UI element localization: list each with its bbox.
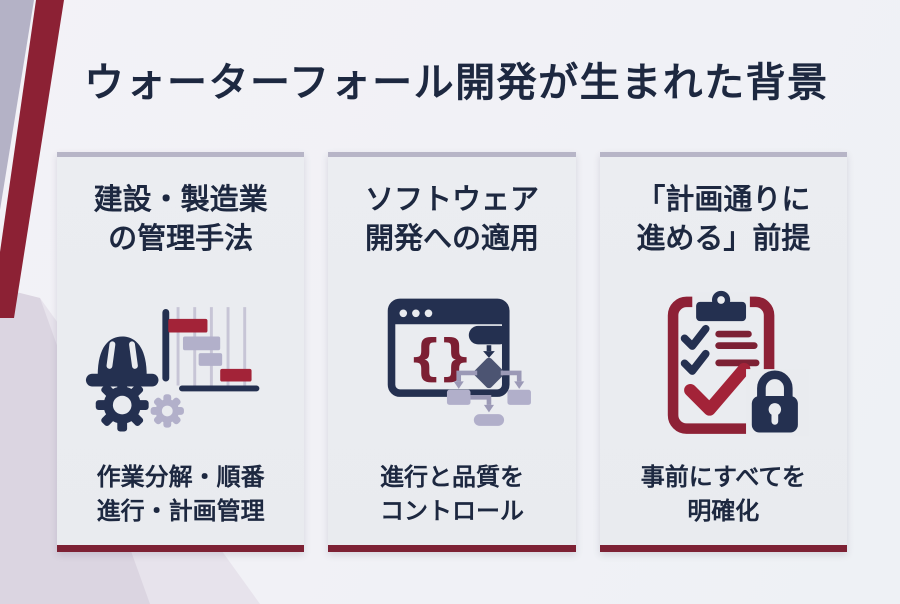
cards-row: 建設・製造業 の管理手法 (57, 152, 847, 552)
card-caption-line2: 進行・計画管理 (96, 497, 265, 525)
card-icon: { } (328, 259, 575, 461)
flowchart-icon (446, 326, 531, 427)
gear-icon (95, 378, 149, 432)
card-title: 「計画通りに 進める」前提 (636, 181, 810, 259)
svg-text:}: } (438, 331, 473, 387)
svg-text:{: { (408, 331, 443, 387)
card-software-application: ソフトウェア 開発への適用 { } (328, 152, 576, 552)
small-gear-icon (150, 394, 184, 428)
card-title-line1: 建設・製造業 (93, 184, 268, 216)
card-title-line1: ソフトウェア (364, 184, 539, 216)
page-title: ウォーターフォール開発が生まれた背景 (84, 61, 829, 105)
card-caption: 作業分解・順番 進行・計画管理 (97, 461, 265, 529)
card-caption: 事前にすべてを 明確化 (641, 461, 806, 529)
card-caption-line2: コントロール (379, 497, 524, 525)
gantt-chart-icon (162, 306, 260, 392)
card-title-line2: 開発への適用 (364, 222, 539, 255)
hard-hat-icon (85, 336, 159, 387)
checklist-clipboard-lock-icon (668, 291, 810, 437)
card-plan-premise: 「計画通りに 進める」前提 (599, 152, 847, 552)
card-title-line1: 「計画通りに (636, 184, 811, 216)
card-caption-line1: 事前にすべてを (640, 463, 806, 491)
padlock-icon (746, 369, 810, 437)
card-icon (57, 259, 304, 461)
card-caption: 進行と品質を コントロール (380, 461, 524, 529)
card-construction-management: 建設・製造業 の管理手法 (57, 152, 305, 552)
clipboard-icon (668, 291, 775, 435)
card-title: 建設・製造業 の管理手法 (94, 181, 268, 259)
card-caption-line2: 明確化 (687, 497, 760, 525)
card-title-line2: の管理手法 (108, 222, 254, 255)
hard-hat-gears-gantt-icon (85, 306, 260, 432)
card-caption-line1: 進行と品質を (379, 463, 524, 491)
checklist-rows-icon (681, 325, 760, 376)
big-checkmark-icon (684, 363, 751, 416)
code-braces-icon: { } (408, 331, 473, 387)
card-title-line2: 進める」前提 (636, 222, 811, 255)
card-icon (600, 259, 847, 461)
card-title: ソフトウェア 開発への適用 (365, 181, 539, 259)
card-caption-line1: 作業分解・順番 (96, 463, 265, 491)
code-browser-flowchart-icon: { } (387, 298, 531, 427)
